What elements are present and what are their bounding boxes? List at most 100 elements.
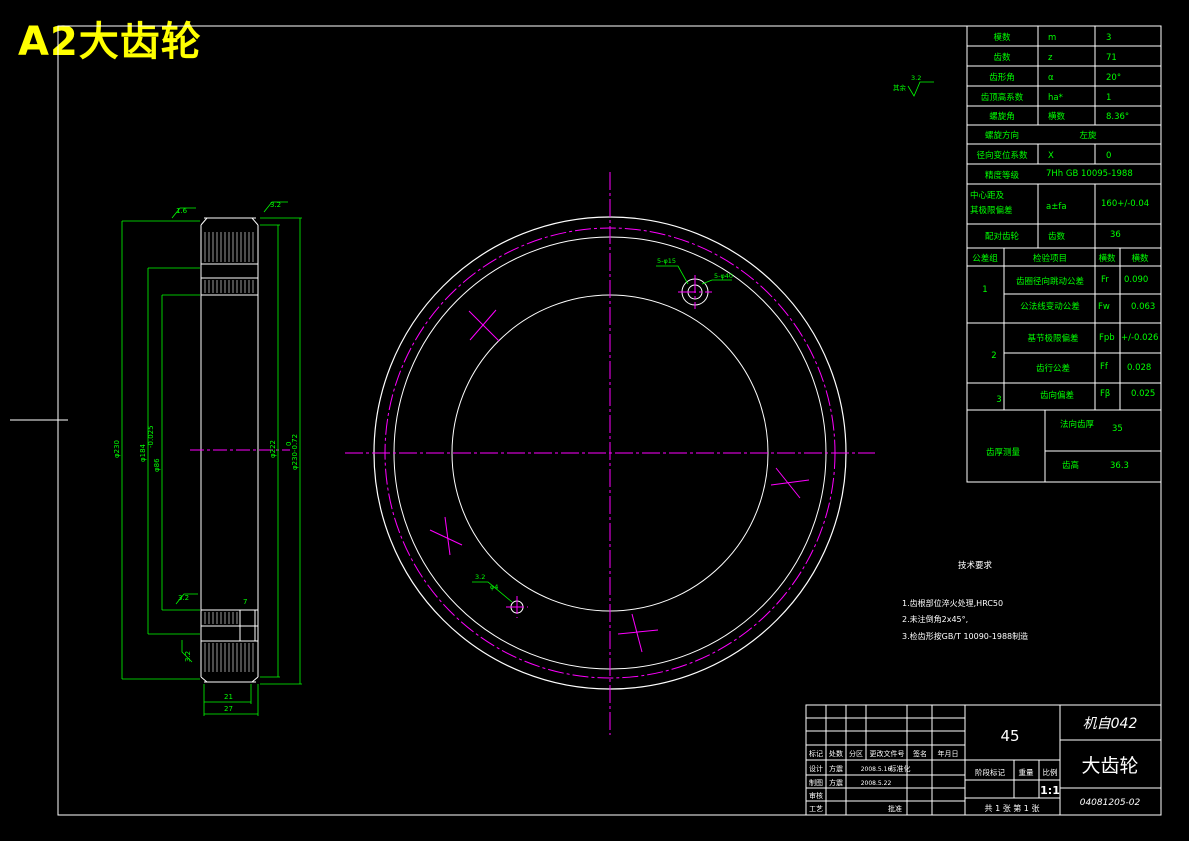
sheet-title: A2大齿轮 — [18, 19, 202, 65]
param-symbol: X — [1048, 151, 1054, 161]
note-n1: 5-φ15 — [657, 257, 676, 265]
param-name: 螺旋角 — [989, 111, 1015, 122]
dim-d4: φ222 — [269, 440, 277, 458]
param-table-text: 模数 m 3 齿数 z 71 齿形角 α 20° 齿顶高系数 ha* 1 螺旋角… — [970, 32, 1158, 471]
accuracy-value: 7Hh GB 10095-1988 — [1046, 169, 1133, 179]
tooth-thickness-row2-value: 36.3 — [1110, 461, 1129, 471]
material: 45 — [1000, 727, 1019, 745]
sheet-info: 共 1 张 第 1 张 — [985, 803, 1040, 813]
tolerance-value: +/-0.026 — [1121, 333, 1158, 343]
col-header: 标记 — [809, 749, 823, 758]
col-header: 签名 — [913, 749, 927, 758]
role-label: 审核 — [809, 791, 823, 800]
dim-w1: 21 — [224, 693, 233, 701]
tolerance-group: 2 — [991, 351, 996, 361]
note-n2: 5-φ40 — [714, 272, 733, 280]
front-view-cross-marks — [429, 309, 810, 653]
param-name: 齿顶高系数 — [981, 92, 1024, 103]
mating-value: 36 — [1110, 230, 1121, 240]
param-name: 齿形角 — [989, 72, 1015, 83]
scale-value: 1:1 — [1040, 784, 1060, 797]
tooth-thickness-row2-label: 齿高 — [1062, 460, 1079, 471]
side-view-hatching — [204, 232, 254, 672]
param-name: 螺旋方向 — [985, 130, 1019, 141]
param-value: 20° — [1106, 73, 1121, 83]
param-value: 左旋 — [1079, 130, 1097, 141]
role-date: 2008.5.16 — [861, 766, 892, 773]
dim-r1: 3.2 — [270, 201, 281, 209]
part-name: 大齿轮 — [1081, 755, 1138, 777]
tech-req-item-3: 3.检齿形按GB/T 10090-1988制造 — [902, 631, 1028, 641]
role-label: 制图 — [809, 778, 823, 787]
param-symbol: ha* — [1048, 93, 1063, 103]
tolerance-header-group: 公差组 — [972, 253, 998, 264]
scale-label: 比例 — [1043, 767, 1058, 777]
dim-d6: 0 — [285, 442, 293, 446]
tolerance-item: 公法线变动公差 — [1020, 301, 1080, 312]
note-n4: φ4 — [490, 583, 498, 591]
tolerance-item: 齿圈径向跳动公差 — [1016, 276, 1084, 287]
tolerance-value: 0.090 — [1124, 275, 1148, 285]
role-name: 方震 — [829, 778, 843, 787]
side-view-dim-text: φ230 φ184 -0.025 φ86 φ222 0 φ230-0.72 21… — [113, 201, 299, 713]
tech-req-item-2: 2.未注倒角2x45°, — [902, 614, 968, 624]
tolerance-value: 0.063 — [1131, 302, 1155, 312]
role-label: 设计 — [809, 764, 823, 773]
front-view-annotations — [472, 81, 934, 603]
front-view-notes: 5-φ15 5-φ40 3.2 φ4 3.2 其余 — [475, 74, 921, 591]
dim-r3: 3.2 — [178, 594, 189, 602]
note-other: 其余 — [893, 83, 907, 92]
tolerance-header-value: 横数 — [1131, 253, 1149, 264]
tolerance-symbol: Fw — [1098, 302, 1110, 312]
center-label-1: 中心距及 — [970, 190, 1005, 201]
technical-requirements: 技术要求 1.齿根部位淬火处理,HRC50 2.未注倒角2x45°, 3.检齿形… — [902, 560, 1028, 641]
role-date: 2008.5.22 — [861, 780, 892, 787]
dim-w2: 27 — [224, 705, 233, 713]
title-block-text: 45 机自042 大齿轮 04081205-02 阶段标记 重量 比例 1:1 … — [809, 716, 1141, 813]
tolerance-symbol: Fpb — [1099, 333, 1115, 343]
tolerance-header-item: 检验项目 — [1033, 253, 1067, 264]
tolerance-item: 齿向偏差 — [1040, 390, 1074, 401]
title-block-grid — [805, 704, 1162, 816]
tooth-thickness-row1-value: 35 — [1112, 424, 1123, 434]
mating-symbol: 齿数 — [1048, 231, 1066, 242]
drawing-code: 机自042 — [1083, 716, 1138, 732]
param-symbol: α — [1048, 73, 1054, 83]
note-top-roughness: 3.2 — [911, 74, 921, 82]
side-view — [200, 217, 259, 683]
param-value: 71 — [1106, 53, 1117, 63]
param-value: 3 — [1106, 33, 1111, 43]
role-label: 工艺 — [809, 805, 823, 813]
tolerance-group: 1 — [982, 285, 987, 295]
role-extra: 批准 — [888, 804, 902, 813]
dim-d7: -0.025 — [147, 425, 155, 448]
tolerance-symbol: Fβ — [1100, 389, 1110, 399]
dim-d3: φ86 — [153, 458, 161, 472]
param-value: 8.36° — [1106, 112, 1129, 122]
tolerance-header-symbol: 横数 — [1098, 253, 1116, 264]
mating-label: 配对齿轮 — [985, 231, 1020, 242]
dim-d2: φ184 — [139, 443, 147, 462]
tooth-thickness-label: 齿厚测量 — [986, 448, 1021, 458]
tolerance-item: 基节极限偏差 — [1027, 333, 1078, 344]
tolerance-value: 0.028 — [1127, 363, 1151, 373]
note-n3: 3.2 — [475, 573, 485, 581]
param-symbol: 横数 — [1048, 111, 1066, 122]
param-symbol: z — [1048, 53, 1053, 63]
tolerance-symbol: Ff — [1100, 362, 1109, 372]
role-extra: 标准化 — [890, 764, 911, 773]
param-value: 1 — [1106, 93, 1111, 103]
param-table-grid — [966, 25, 1162, 483]
param-name: 径向变位系数 — [976, 150, 1028, 161]
param-value: 0 — [1106, 151, 1111, 161]
dim-r2: 1.6 — [176, 207, 188, 215]
col-header: 分区 — [849, 749, 863, 758]
center-symbol: a±fa — [1046, 202, 1067, 212]
weight-label: 重量 — [1019, 768, 1035, 777]
accuracy-label: 精度等级 — [985, 170, 1020, 181]
tech-req-item-1: 1.齿根部位淬火处理,HRC50 — [902, 598, 1003, 608]
tolerance-symbol: Fr — [1101, 275, 1109, 285]
tooth-thickness-row1-label: 法向齿厚 — [1060, 419, 1095, 430]
